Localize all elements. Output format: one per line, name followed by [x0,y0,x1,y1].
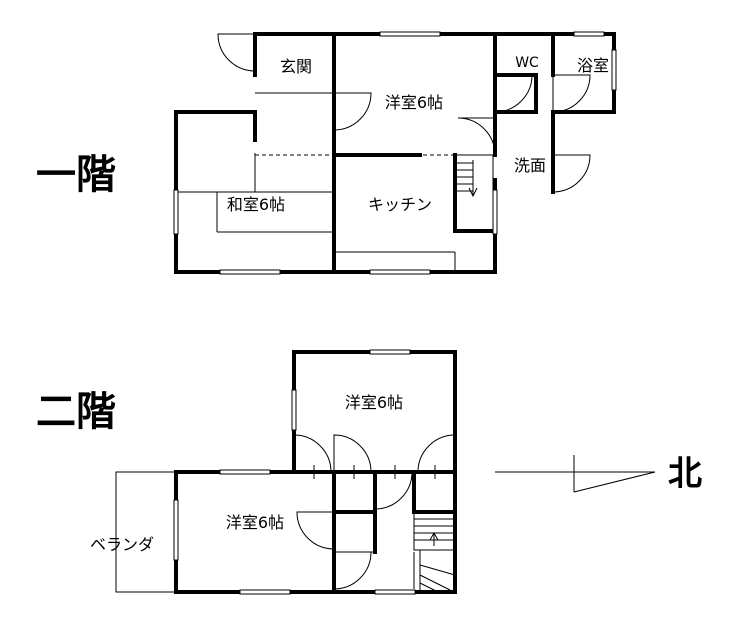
room-label-western-lower: 洋室6帖 [226,513,284,532]
room-label-veranda: ベランダ [90,535,154,554]
first-floor-plan: 一階 玄関 洋室6帖 WC 浴室 洗面 和室6帖 キッチン [36,31,617,275]
room-label-kitchen: キッチン [368,195,432,214]
north-compass: 北 [495,454,702,494]
room-label-western-upper: 洋室6帖 [345,393,403,412]
room-label-washroom: 洗面 [514,156,546,175]
second-floor-label: 二階 [36,389,116,435]
veranda-outline [115,471,177,593]
first-floor-doors [217,33,591,193]
north-label: 北 [668,454,702,494]
second-floor-plan: 二階 洋室6帖 洋室6帖 ベランダ [36,349,457,595]
room-label-japanese: 和室6帖 [227,195,285,214]
first-floor-walls [174,32,616,274]
second-floor-windows [173,349,416,595]
first-floor-windows [173,31,617,275]
room-label-genkan: 玄関 [280,57,312,76]
first-floor-label: 一階 [36,152,116,198]
second-floor-doors [293,434,456,590]
room-label-bath: 浴室 [577,56,609,75]
room-label-wc: WC [515,55,539,71]
first-floor-fixtures [176,75,554,272]
second-floor-walls [174,350,457,594]
room-label-western-first: 洋室6帖 [385,93,443,112]
second-floor-fixtures [334,471,456,593]
